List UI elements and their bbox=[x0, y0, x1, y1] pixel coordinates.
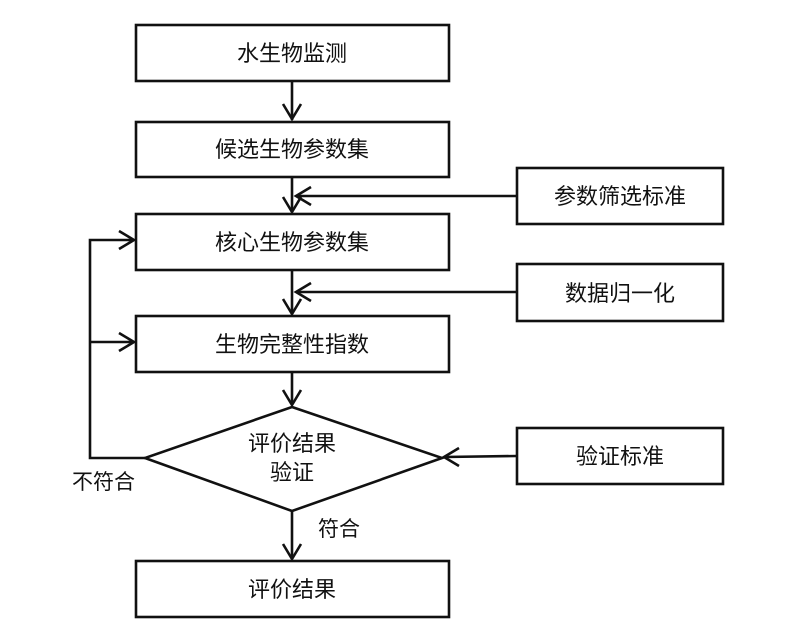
node-param-criteria: 参数筛选标准 bbox=[515, 166, 725, 226]
node-final-result-label: 评价结果 bbox=[248, 578, 336, 603]
node-evaluate-decision: 评价结果 验证 bbox=[141, 405, 446, 513]
node-param-criteria-label: 参数筛选标准 bbox=[554, 185, 686, 210]
edge-core-to-index bbox=[281, 270, 303, 317]
node-integrity-index: 生物完整性指数 bbox=[134, 314, 451, 374]
edge-criteria-to-main bbox=[293, 185, 517, 207]
edge-normalization-to-main bbox=[293, 281, 517, 303]
edge-monitoring-to-candidate bbox=[281, 81, 303, 122]
node-integrity-index-label: 生物完整性指数 bbox=[215, 333, 369, 358]
edge-evaluate-to-result bbox=[281, 511, 303, 562]
node-evaluate-label-line1: 评价结果 bbox=[248, 432, 336, 457]
node-normalization: 数据归一化 bbox=[515, 262, 725, 323]
node-candidate-params-label: 候选生物参数集 bbox=[215, 138, 369, 163]
node-verification-criteria: 验证标准 bbox=[515, 426, 725, 486]
node-normalization-label: 数据归一化 bbox=[565, 282, 675, 307]
node-core-params-label: 核心生物参数集 bbox=[215, 231, 369, 256]
edge-candidate-to-core bbox=[281, 177, 303, 215]
node-water-monitoring-label: 水生物监测 bbox=[237, 42, 347, 67]
node-evaluate-label-line2: 验证 bbox=[270, 461, 314, 486]
edge-label-meet: 符合 bbox=[318, 517, 360, 541]
node-core-params: 核心生物参数集 bbox=[134, 212, 451, 272]
node-verification-criteria-label: 验证标准 bbox=[576, 445, 664, 470]
edge-index-to-evaluate bbox=[281, 372, 303, 408]
node-final-result: 评价结果 bbox=[134, 559, 451, 619]
edge-feedback-loop bbox=[88, 229, 145, 460]
edge-label-not-meet: 不符合 bbox=[72, 470, 135, 494]
edge-verification-to-decision bbox=[441, 446, 518, 468]
node-candidate-params: 候选生物参数集 bbox=[134, 120, 451, 179]
node-water-monitoring: 水生物监测 bbox=[134, 23, 451, 83]
